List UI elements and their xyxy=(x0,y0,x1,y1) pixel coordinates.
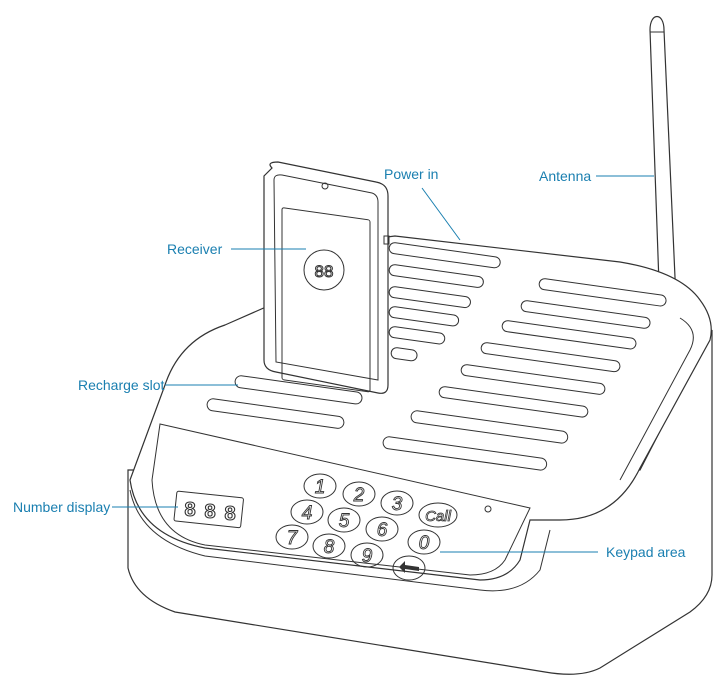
back-arrow-icon[interactable] xyxy=(392,555,426,581)
recharge-slot xyxy=(388,326,446,345)
svg-text:1: 1 xyxy=(315,477,326,498)
recharge-slot xyxy=(520,300,651,329)
key-5[interactable]: 5 xyxy=(327,507,361,533)
recharge-slot xyxy=(480,342,621,373)
recharge-slot xyxy=(388,306,460,327)
receiver: 88 xyxy=(263,161,390,394)
key-3[interactable]: 3 xyxy=(380,490,414,516)
svg-text:2: 2 xyxy=(353,485,365,506)
antenna xyxy=(649,15,677,314)
recharge-slot xyxy=(410,410,569,444)
receiver-indicator-icon xyxy=(321,182,329,190)
display-digit: 8 xyxy=(204,501,215,523)
svg-text:9: 9 xyxy=(362,546,373,567)
key-9[interactable]: 9 xyxy=(350,542,384,568)
receiver-screen xyxy=(281,207,371,393)
svg-text:7: 7 xyxy=(287,528,299,549)
svg-text:0: 0 xyxy=(419,533,430,554)
recharge-slot xyxy=(388,242,501,269)
key-4[interactable]: 4 xyxy=(290,499,324,525)
recharge-slot xyxy=(234,375,363,405)
key-6[interactable]: 6 xyxy=(365,516,399,542)
recharge-slot xyxy=(460,364,606,395)
call-button[interactable]: Call xyxy=(418,502,458,528)
callout-leaders xyxy=(112,175,654,553)
key-7[interactable]: 7 xyxy=(275,524,309,550)
recharge-slot xyxy=(438,386,589,418)
label-receiver: Receiver xyxy=(167,241,223,257)
number-display: 8 8 8 xyxy=(173,490,244,529)
label-antenna: Antenna xyxy=(539,168,591,184)
receiver-display: 88 xyxy=(315,262,334,281)
svg-text:3: 3 xyxy=(392,494,403,515)
recharge-slot xyxy=(382,436,548,471)
display-digit: 8 xyxy=(224,503,235,525)
recharge-slot xyxy=(388,286,471,309)
label-power-in: Power in xyxy=(384,166,438,182)
label-keypad-area: Keypad area xyxy=(606,544,686,560)
svg-text:5: 5 xyxy=(339,511,350,532)
recharge-slot xyxy=(206,398,345,429)
svg-text:6: 6 xyxy=(377,520,388,541)
recharge-slots xyxy=(206,242,667,471)
key-0[interactable]: 0 xyxy=(407,529,441,555)
keypad: 1 2 3 Call 4 5 6 0 7 8 9 xyxy=(275,473,492,581)
label-number-display: Number display xyxy=(13,499,110,515)
svg-text:8: 8 xyxy=(324,537,335,558)
display-digit: 8 xyxy=(184,499,195,521)
key-1[interactable]: 1 xyxy=(303,473,337,499)
recharge-slot xyxy=(538,278,667,307)
svg-text:4: 4 xyxy=(302,503,313,524)
key-8[interactable]: 8 xyxy=(312,533,346,559)
recharge-slot xyxy=(388,264,484,288)
recharge-slot xyxy=(501,320,637,350)
key-2[interactable]: 2 xyxy=(342,481,376,507)
label-recharge-slot: Recharge slot xyxy=(78,377,164,393)
status-led xyxy=(484,505,492,513)
recharge-slot xyxy=(390,347,418,362)
svg-text:Call: Call xyxy=(425,508,452,525)
